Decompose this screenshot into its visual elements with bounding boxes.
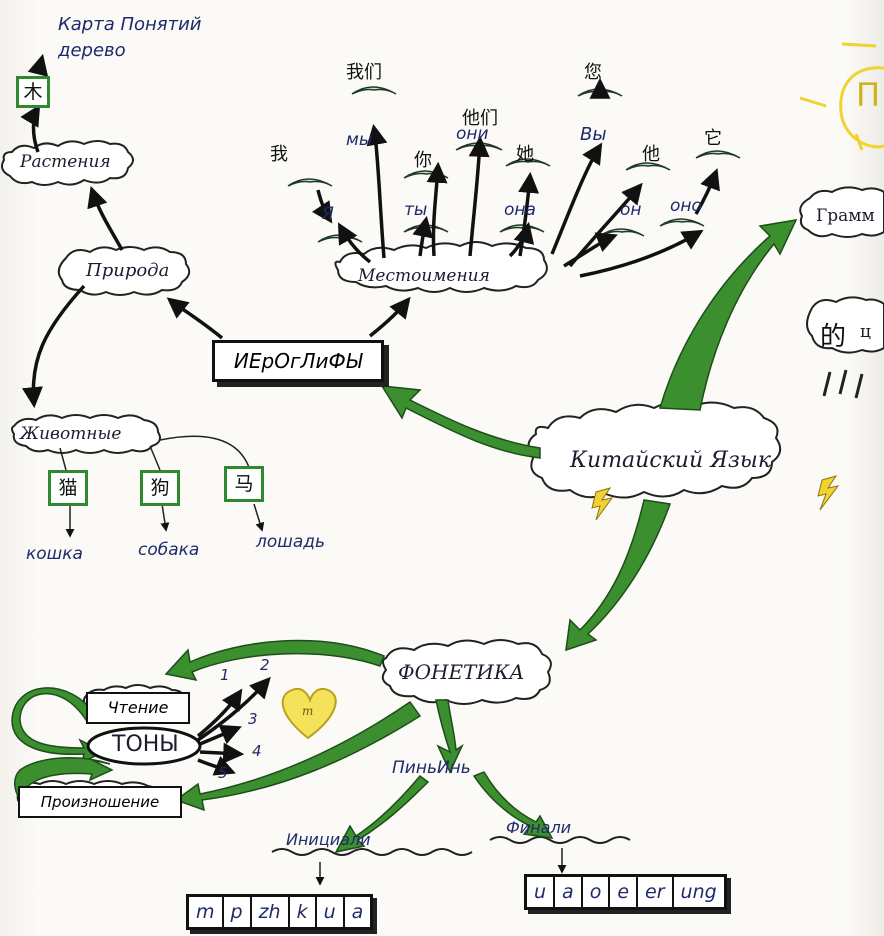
final-cell: u [527, 877, 556, 907]
node-grammatika-partial: Грамм [816, 206, 875, 226]
node-fonetika: ФОНЕТИКА [398, 660, 525, 684]
cloud-grammatika [799, 186, 884, 238]
hanzi-ni: 你 [414, 150, 432, 171]
node-chtenie: Чтение [86, 692, 190, 724]
node-mestoimeniya: Местоимения [358, 266, 490, 286]
node-ieroglify: ИЕрОгЛиФЫ [212, 340, 384, 382]
initial-cell: p [224, 897, 252, 927]
animal-label-horse: лошадь [256, 532, 326, 552]
cloud-rasteniya [1, 140, 134, 186]
hanzi-women: 我们 [346, 62, 382, 83]
node-kitaiskii: Китайский Язык [570, 448, 771, 473]
hanzi-ta-it: 它 [704, 128, 722, 149]
pronoun-ty: ты [404, 200, 428, 220]
heart-text: m [302, 704, 314, 718]
animal-label-cat: кошка [26, 544, 83, 564]
hanzi-tamen: 他们 [462, 108, 498, 129]
pronoun-ya: Я [322, 204, 334, 224]
final-cell: o [583, 877, 611, 907]
node-tony: ТОНЫ [112, 732, 179, 757]
node-proiznoshenie: Произношение [18, 786, 182, 818]
animal-label-dog: собака [138, 540, 200, 560]
tone-5: 5 [218, 764, 228, 782]
tone-1: 1 [220, 666, 230, 684]
initial-cell: k [290, 897, 317, 927]
tree-char-box: 木 [16, 76, 50, 108]
node-zhivotnye: Животные [20, 424, 122, 444]
node-priroda: Природа [86, 260, 170, 281]
lightning-bolts [591, 475, 840, 521]
tony-ellipse [86, 726, 202, 766]
hanzi-nin: 您 [584, 62, 602, 83]
node-rasteniya: Растения [20, 152, 111, 172]
pronoun-oni: они [456, 124, 489, 144]
cloud-zhivotnye [11, 414, 161, 454]
final-cell: er [638, 877, 674, 907]
initial-cell: u [317, 897, 345, 927]
node-finali: Финали [506, 818, 572, 837]
animal-char-horse: 马 [224, 466, 264, 502]
pronoun-vy: Вы [580, 124, 607, 145]
pronoun-ono: оно [670, 196, 702, 216]
initial-cell: zh [252, 897, 290, 927]
pronoun-my: мы [346, 130, 373, 150]
thin-lines [59, 369, 864, 886]
initial-cell: m [189, 897, 224, 927]
de-char: 的 [820, 322, 847, 352]
map-title: Карта Понятий [58, 14, 202, 35]
cloud-fonetika [381, 639, 552, 705]
sun-drawing [799, 42, 884, 151]
label-derevo: дерево [58, 40, 126, 61]
node-initsiali: Инициали [286, 830, 371, 849]
final-cell: ung [680, 881, 717, 903]
cloud-de [806, 296, 884, 354]
pronoun-on: он [620, 200, 642, 220]
final-cell: e [610, 877, 639, 907]
hanzi-ta-f: 她 [516, 144, 534, 165]
black-arrows [20, 53, 720, 776]
cloud-kitaiskii [527, 401, 782, 499]
animal-char-cat: 猫 [48, 470, 88, 506]
pronoun-ona: она [504, 200, 536, 220]
animal-char-dog: 狗 [140, 470, 180, 506]
cloud-mestoimeniya [334, 241, 548, 293]
node-pinyin: ПиньИнь [392, 758, 471, 778]
sun-label-partial: П [856, 76, 881, 114]
final-cell: a [555, 877, 583, 907]
tone-2: 2 [260, 656, 270, 674]
de-partial: ц [860, 322, 871, 342]
tone-4: 4 [252, 742, 262, 760]
heart-drawing [281, 688, 337, 740]
initial-cell: a [351, 901, 364, 923]
tone-3: 3 [248, 710, 258, 728]
hanzi-ta-m: 他 [642, 144, 660, 165]
hanzi-wo: 我 [270, 144, 288, 165]
green-arrows [11, 219, 798, 854]
